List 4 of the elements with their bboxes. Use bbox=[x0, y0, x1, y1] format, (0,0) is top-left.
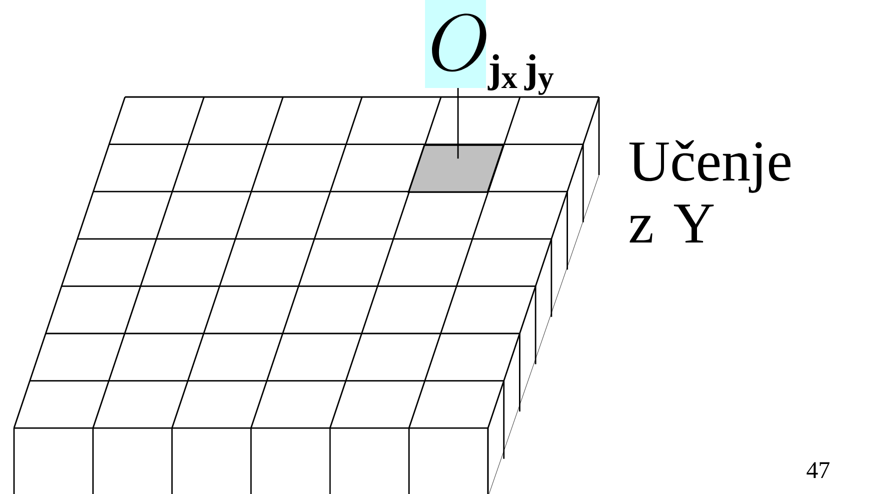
page-number: 47 bbox=[806, 462, 830, 478]
formula-label: $O_{\mathbf{j_{x}}\,\mathbf{j_{y}}}$ bbox=[425, 0, 554, 95]
slide-text: Učenje z Y bbox=[629, 140, 790, 243]
leader-line bbox=[457, 88, 459, 159]
